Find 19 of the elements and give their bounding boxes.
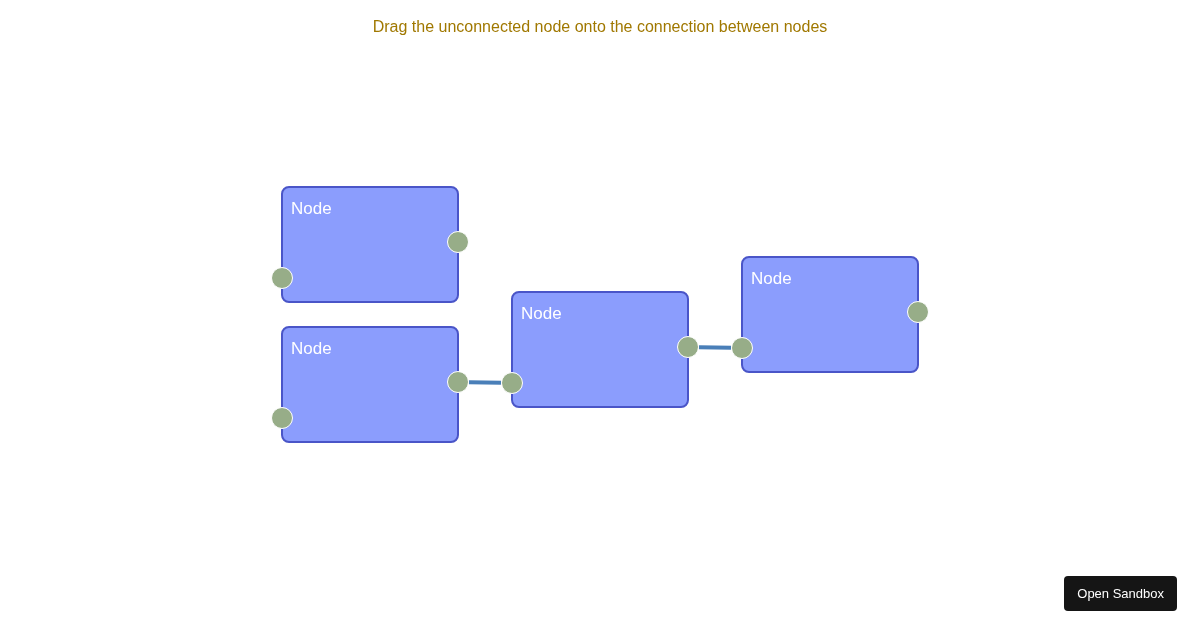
- node-title: Node: [291, 198, 332, 220]
- node-card: [281, 326, 459, 443]
- node-title: Node: [291, 338, 332, 360]
- port-handle: [447, 231, 469, 253]
- port-handle: [907, 301, 929, 323]
- node-card: [741, 256, 919, 373]
- port-handle: [271, 407, 293, 429]
- node-title: Node: [521, 303, 562, 325]
- port-handle: [501, 372, 523, 394]
- open-sandbox-button: Open Sandbox: [1064, 575, 1177, 611]
- port-handle: [677, 336, 699, 358]
- connection-line: [468, 380, 502, 385]
- instruction-text: Drag the unconnected node onto the connection between nodes: [372, 17, 828, 37]
- port-handle: [271, 267, 293, 289]
- node-card: [281, 186, 459, 303]
- node-card: [511, 291, 689, 408]
- node-title: Node: [751, 268, 792, 290]
- port-handle: [731, 337, 753, 359]
- connection-line: [698, 345, 732, 350]
